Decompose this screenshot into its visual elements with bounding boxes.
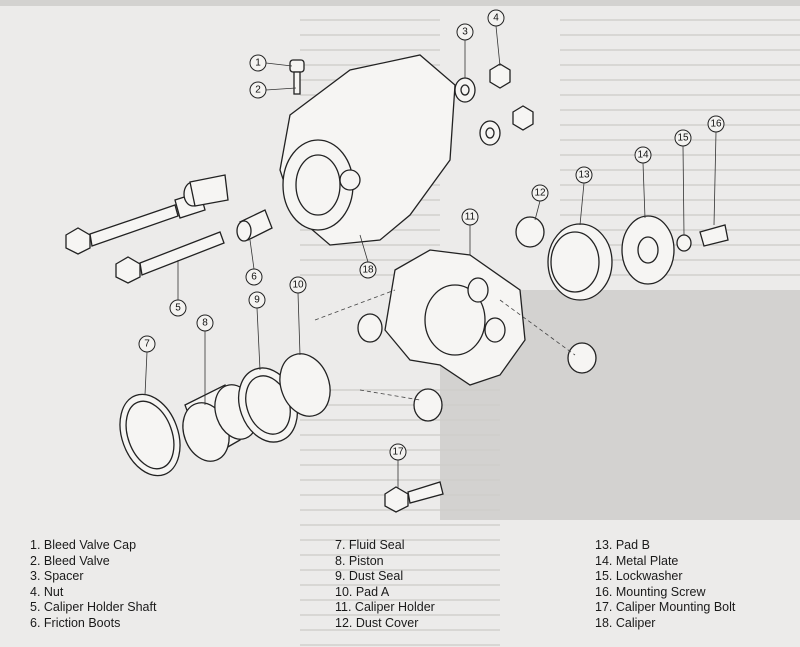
- callout-11: 11: [461, 208, 479, 226]
- callout-14: 14: [634, 146, 652, 164]
- callout-8: 8: [196, 314, 214, 332]
- legend-item: 13. Pad B: [595, 538, 650, 552]
- legend-item: 9. Dust Seal: [335, 569, 404, 583]
- svg-text:18: 18: [362, 265, 374, 276]
- legend-item: 5. Caliper Holder Shaft: [30, 600, 157, 614]
- callout-15: 15: [674, 129, 692, 147]
- caliper-holder-shaft-parts: [65, 174, 273, 284]
- legend-item: 3. Spacer: [30, 569, 84, 583]
- callout-12: 12: [531, 184, 549, 202]
- callout-17: 17: [389, 443, 407, 461]
- svg-text:10: 10: [292, 280, 304, 291]
- legend-column-3: 13. Pad B 14. Metal Plate 15. Lockwasher…: [595, 538, 735, 631]
- legend-item: 1. Bleed Valve Cap: [30, 538, 137, 552]
- caliper-mounting-bolt-part: [384, 481, 444, 513]
- legend-item: 18. Caliper: [595, 615, 656, 630]
- svg-text:1: 1: [255, 58, 261, 69]
- legend-column-2: 7. Fluid Seal 8. Piston 9. Dust Seal 10.…: [335, 538, 435, 631]
- caliper-part: [279, 54, 456, 246]
- callout-16: 16: [707, 115, 725, 133]
- svg-text:5: 5: [175, 303, 181, 314]
- legend-item: 4. Nut: [30, 584, 64, 599]
- callout-1: 1: [249, 54, 267, 72]
- callout-10: 10: [289, 276, 307, 294]
- callout-6: 6: [245, 268, 263, 286]
- legend-item: 11. Caliper Holder: [335, 600, 435, 614]
- svg-text:15: 15: [677, 133, 689, 144]
- callout-4: 4: [487, 9, 505, 27]
- callout-7: 7: [138, 335, 156, 353]
- legend-item: 17. Caliper Mounting Bolt: [595, 600, 736, 614]
- caliper-holder-part: [314, 216, 597, 422]
- svg-text:3: 3: [462, 27, 468, 38]
- svg-text:11: 11: [465, 212, 476, 223]
- legend-item: 2. Bleed Valve: [30, 553, 110, 568]
- svg-text:17: 17: [392, 447, 404, 458]
- svg-text:2: 2: [255, 85, 261, 96]
- callout-2: 2: [249, 81, 267, 99]
- pad-b-plate-parts: [547, 215, 729, 301]
- leader-lines: [144, 25, 717, 488]
- svg-text:4: 4: [493, 13, 499, 24]
- piston-seal-parts: [119, 353, 331, 477]
- legend-item: 15. Lockwasher: [595, 569, 683, 583]
- svg-text:6: 6: [251, 272, 257, 283]
- legend-item: 7. Fluid Seal: [335, 538, 405, 552]
- legend-item: 10. Pad A: [335, 584, 390, 599]
- svg-text:16: 16: [710, 119, 722, 130]
- legend-item: 12. Dust Cover: [335, 615, 419, 630]
- svg-text:14: 14: [637, 150, 649, 161]
- bleed-valve-part: [289, 59, 305, 95]
- bleed-through-block: [0, 0, 800, 6]
- callout-13: 13: [575, 166, 593, 184]
- callout-5: 5: [169, 299, 187, 317]
- callout-18: 18: [359, 261, 377, 279]
- callout-9: 9: [248, 291, 266, 309]
- legend-column-1: 1. Bleed Valve Cap 2. Bleed Valve 3. Spa…: [30, 538, 156, 631]
- callout-3: 3: [456, 23, 474, 41]
- legend-item: 8. Piston: [335, 553, 384, 568]
- callouts: 1 2 3 4 5 6 7 8 9 10 11 12 13 14 15 16 1…: [138, 9, 725, 461]
- legend-item: 16. Mounting Screw: [595, 584, 706, 599]
- svg-text:12: 12: [534, 188, 546, 199]
- spacer-nut-parts: [454, 63, 534, 146]
- bleed-through-text-bottom: [300, 380, 500, 647]
- svg-text:9: 9: [254, 295, 260, 306]
- svg-text:7: 7: [144, 339, 150, 350]
- legend-item: 14. Metal Plate: [595, 553, 679, 568]
- svg-text:13: 13: [578, 170, 590, 181]
- svg-text:8: 8: [202, 318, 208, 329]
- legend-item: 6. Friction Boots: [30, 615, 121, 630]
